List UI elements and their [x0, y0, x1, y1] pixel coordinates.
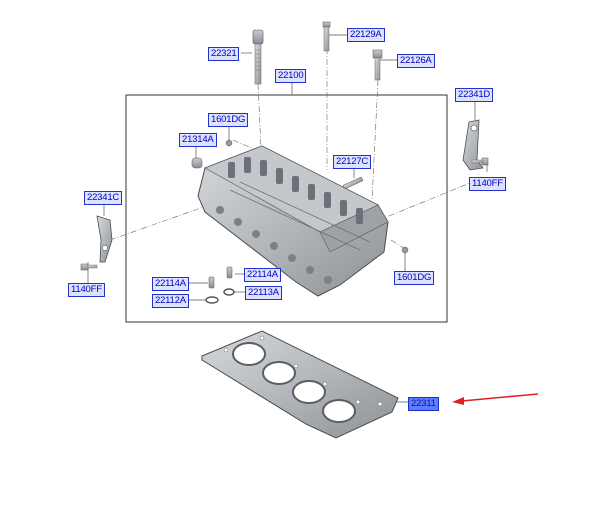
plug-1601dg-right [401, 246, 409, 254]
bracket-22341c [96, 215, 113, 263]
part-label-1140ff-right[interactable]: 1140FF [469, 177, 506, 191]
pointer-arrow [452, 393, 539, 405]
part-label-22341c[interactable]: 22341C [84, 191, 123, 205]
bracket-22341d [462, 119, 484, 171]
part-label-22114a-2[interactable]: 22114A [244, 268, 281, 282]
alignment-lines [109, 48, 471, 250]
part-label-22113a[interactable]: 22113A [245, 286, 282, 300]
part-label-22129a[interactable]: 22129A [347, 28, 385, 42]
seal-21314a [191, 157, 203, 169]
part-label-1601dg-top[interactable]: 1601DG [208, 113, 249, 127]
assembly-frame [125, 94, 448, 323]
cylinder-head-22100 [197, 145, 389, 297]
part-label-22100[interactable]: 22100 [275, 69, 307, 83]
bolt-22129a [322, 21, 331, 52]
part-label-1601dg-right[interactable]: 1601DG [394, 271, 435, 285]
cylinder-head-gasket-22311 [201, 330, 399, 439]
pin-22127c [342, 176, 364, 190]
part-label-1140ff-left[interactable]: 1140FF [68, 283, 105, 297]
bolt-1140ff-right [471, 157, 489, 166]
part-label-22114a-1[interactable]: 22114A [152, 277, 189, 291]
part-label-22341d[interactable]: 22341D [455, 88, 494, 102]
part-label-22126a[interactable]: 22126A [397, 54, 435, 68]
bolt-22126a [372, 49, 383, 81]
part-label-22311-highlighted[interactable]: 22311 [408, 397, 439, 411]
part-label-21314a[interactable]: 21314A [179, 133, 217, 147]
bolt-1140ff-left [80, 263, 98, 271]
part-label-22321[interactable]: 22321 [208, 47, 240, 61]
plug-1601dg-top [225, 139, 233, 147]
head-bolt-22321 [252, 29, 264, 85]
part-label-22127c[interactable]: 22127C [333, 155, 372, 169]
part-label-22112a[interactable]: 22112A [152, 294, 189, 308]
valve-parts [205, 266, 235, 304]
